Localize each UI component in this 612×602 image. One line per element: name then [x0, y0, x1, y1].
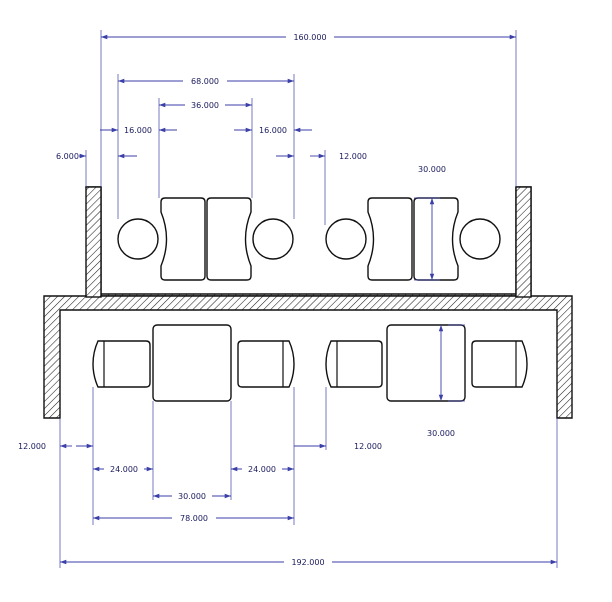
dim-bottom-mid-gap: 12.000 [354, 442, 382, 451]
dim-top-right-offset: 16.000 [259, 126, 287, 135]
dimension-labels: 160.000 68.000 36.000 16.000 16.000 6.00… [18, 31, 455, 568]
lounge-chair-lower-right-b [471, 340, 528, 388]
upper-wall-left-post [85, 186, 102, 298]
dim-overall-top: 160.000 [293, 33, 326, 42]
dim-bottom-left-seat: 24.000 [110, 465, 138, 474]
extension-lines [59, 30, 558, 568]
dimension-lines [60, 34, 557, 565]
lounge-chair-lower-left-b [237, 340, 295, 388]
dim-top-seat-depth: 30.000 [418, 165, 446, 174]
dim-top-left-offset: 16.000 [124, 126, 152, 135]
booth-seat-upper-left-b [206, 197, 252, 281]
dim-bottom-table-depth: 30.000 [427, 429, 455, 438]
stool-upper-right-b [459, 218, 501, 260]
dim-top-table-inner: 36.000 [191, 101, 219, 110]
dim-top-table-span: 68.000 [191, 77, 219, 86]
lounge-chair-lower-left-a [92, 340, 151, 388]
dim-overall-bottom: 192.000 [291, 558, 324, 567]
booth-seat-upper-left-a [160, 197, 206, 281]
upper-wall-right-post [515, 186, 532, 298]
table-lower-right [386, 324, 466, 402]
dim-wall-thickness: 6.000 [56, 152, 79, 161]
dim-bottom-table-width: 30.000 [178, 492, 206, 501]
main-partition-wall [43, 295, 573, 419]
booth-seat-upper-right-a [367, 197, 413, 281]
dim-bottom-left-gap: 12.000 [18, 442, 46, 451]
dim-bottom-group-span: 78.000 [180, 514, 208, 523]
table-lower-left [152, 324, 232, 402]
dim-bottom-right-seat: 24.000 [248, 465, 276, 474]
stool-upper-left-a [117, 218, 159, 260]
stool-upper-left-b [252, 218, 294, 260]
booth-seat-upper-right-b [413, 197, 459, 281]
dim-top-right-gap: 12.000 [339, 152, 367, 161]
stool-upper-right-a [325, 218, 367, 260]
lounge-chair-lower-right-a [325, 340, 383, 388]
